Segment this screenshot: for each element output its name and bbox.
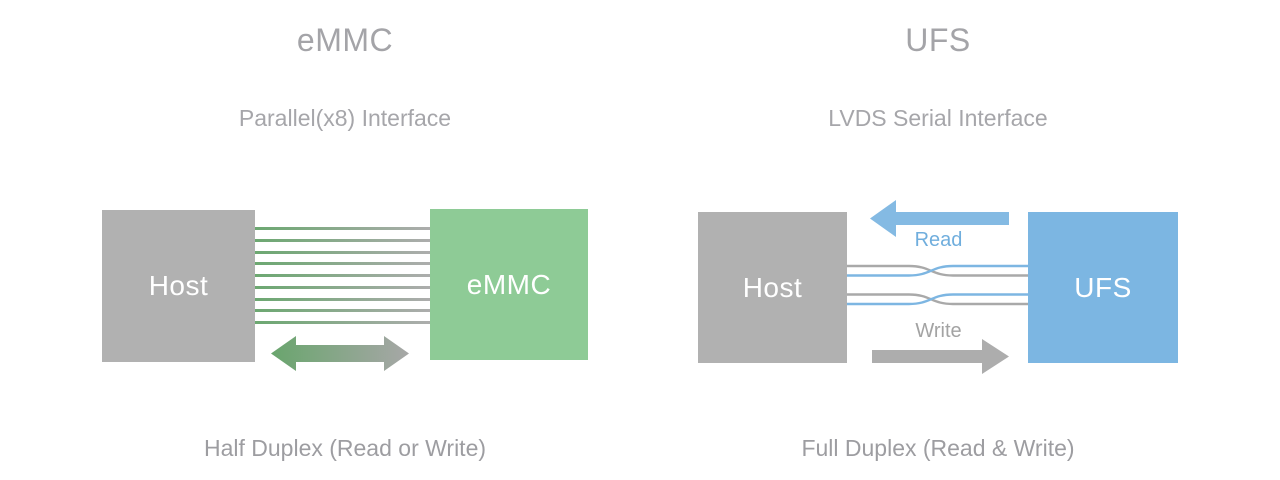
emmc-host-box: Host — [102, 210, 255, 362]
ufs-host-box: Host — [698, 212, 847, 363]
ufs-device-label: UFS — [1074, 271, 1132, 303]
write-arrow-icon — [872, 339, 1009, 374]
write-label: Write — [915, 320, 962, 342]
bus-line — [255, 285, 430, 289]
twisted-pair-blue-line — [847, 264, 1028, 277]
bus-line — [255, 227, 430, 230]
emmc-parallel-bus-lines — [255, 227, 430, 327]
ufs-duplex-caption: Full Duplex (Read & Write) — [801, 435, 1075, 461]
bus-line — [255, 274, 430, 277]
ufs-device-box: UFS — [1028, 212, 1178, 363]
half-duplex-bidirectional-arrow-icon — [271, 336, 409, 371]
read-arrow-icon — [870, 200, 1009, 237]
ufs-interface-subtitle: LVDS Serial Interface — [828, 105, 1048, 131]
bus-line — [255, 250, 430, 254]
emmc-device-box: eMMC — [430, 209, 588, 360]
read-arrow-shape — [870, 200, 1009, 237]
emmc-device-label: eMMC — [466, 268, 552, 300]
bus-line — [255, 297, 430, 301]
bus-line — [255, 262, 430, 266]
read-label: Read — [914, 229, 963, 251]
emmc-duplex-caption: Half Duplex (Read or Write) — [203, 435, 487, 461]
ufs-panel-title: UFS — [905, 22, 971, 58]
twisted-pair-blue-line — [847, 293, 1028, 306]
ufs-host-label: Host — [742, 271, 803, 303]
bus-line — [255, 238, 430, 242]
bus-line — [255, 309, 430, 313]
emmc-host-label: Host — [148, 270, 209, 301]
bus-line — [255, 321, 430, 324]
emmc-panel-title: eMMC — [296, 22, 394, 58]
bidirectional-arrow-shape — [271, 336, 409, 371]
emmc-interface-subtitle: Parallel(x8) Interface — [238, 105, 452, 131]
write-arrow-shape — [872, 339, 1009, 374]
lvds-twisted-pair-lines — [847, 264, 1028, 306]
